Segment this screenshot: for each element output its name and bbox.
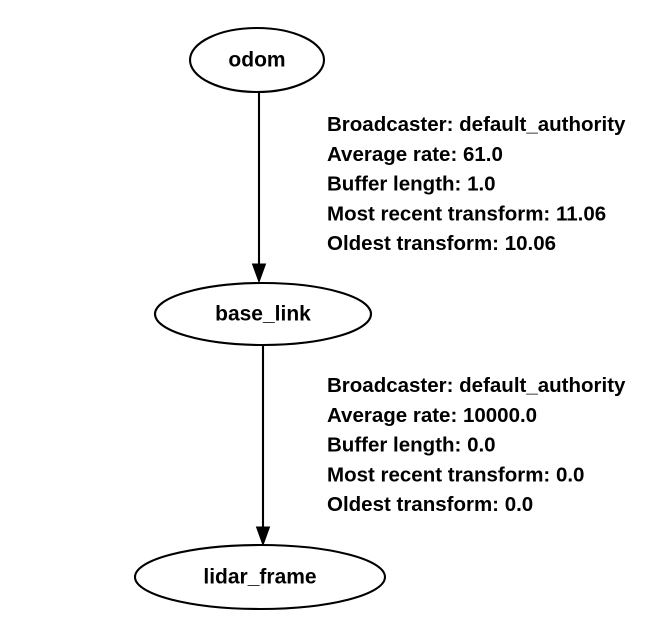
node-odom[interactable]: odom: [188, 26, 326, 94]
edge1-most-recent-transform: Most recent transform: 11.06: [327, 202, 606, 225]
edge1-buffer-length: Buffer length: 1.0: [327, 173, 496, 196]
edge-label-base-link-lidar-frame: Broadcaster: default_authority Average r…: [327, 374, 626, 516]
edge-label-odom-base-link: Broadcaster: default_authority Average r…: [327, 113, 626, 255]
edge-odom-to-base-link: [251, 92, 267, 284]
edge2-most-recent-transform: Most recent transform: 0.0: [327, 463, 584, 486]
node-base-link-ellipse[interactable]: [153, 281, 373, 347]
node-lidar-frame[interactable]: lidar_frame: [133, 543, 387, 611]
node-odom-label: odom: [228, 49, 285, 72]
edge1-broadcaster: Broadcaster: default_authority: [327, 113, 626, 136]
arrowhead-base-link-lidar-frame: [255, 526, 271, 547]
node-base-link[interactable]: base_link: [153, 281, 373, 347]
edge2-broadcaster: Broadcaster: default_authority: [327, 374, 626, 397]
edge2-oldest-transform: Oldest transform: 0.0: [327, 493, 533, 516]
edge1-oldest-transform: Oldest transform: 10.06: [327, 232, 556, 255]
node-base-link-label: base_link: [215, 303, 311, 326]
edge1-average-rate: Average rate: 61.0: [327, 143, 503, 166]
node-odom-ellipse[interactable]: [188, 26, 326, 94]
node-lidar-frame-label: lidar_frame: [203, 566, 316, 589]
arrowhead-odom-base-link: [251, 263, 267, 284]
edge-base-link-to-lidar-frame: [255, 345, 271, 547]
node-lidar-frame-ellipse[interactable]: [133, 543, 387, 611]
edge2-buffer-length: Buffer length: 0.0: [327, 434, 496, 457]
edge2-average-rate: Average rate: 10000.0: [327, 404, 537, 427]
